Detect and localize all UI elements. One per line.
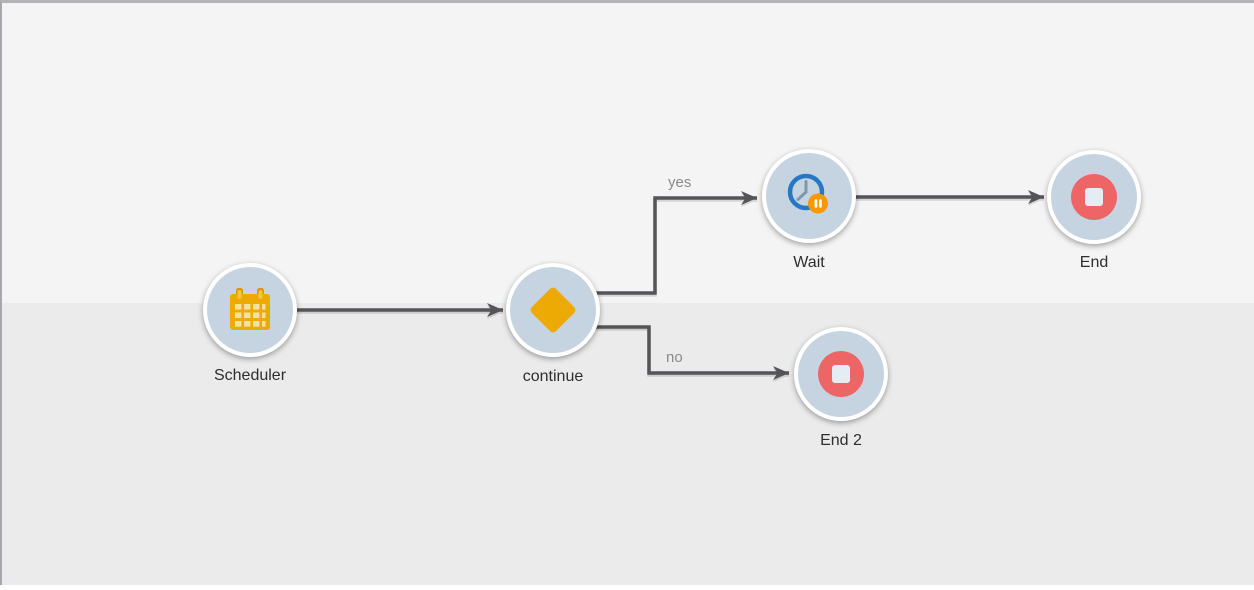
node-label-wait: Wait	[793, 254, 825, 271]
canvas-background-upper	[2, 3, 1254, 303]
stop-icon	[1071, 174, 1117, 220]
diamond-icon	[530, 287, 576, 333]
node-end[interactable]	[1047, 150, 1141, 244]
node-wait[interactable]	[762, 149, 856, 243]
edge-continue-end2-no[interactable]	[590, 325, 789, 380]
calendar-icon	[230, 288, 270, 330]
node-label-continue: continue	[522, 368, 584, 385]
node-label-scheduler: Scheduler	[213, 367, 287, 384]
node-end2[interactable]	[794, 327, 888, 421]
node-continue[interactable]	[506, 263, 600, 357]
edge-continue-wait-yes[interactable]	[590, 191, 757, 295]
node-scheduler[interactable]	[203, 263, 297, 357]
stop-icon	[818, 351, 864, 397]
clock-pause-icon	[787, 173, 828, 214]
edge-label-yes: yes	[668, 174, 692, 191]
canvas-background-lower	[2, 303, 1254, 585]
node-label-end2: End 2	[820, 432, 862, 449]
node-label-end: End	[1079, 254, 1109, 271]
edge-label-no: no	[666, 349, 683, 366]
